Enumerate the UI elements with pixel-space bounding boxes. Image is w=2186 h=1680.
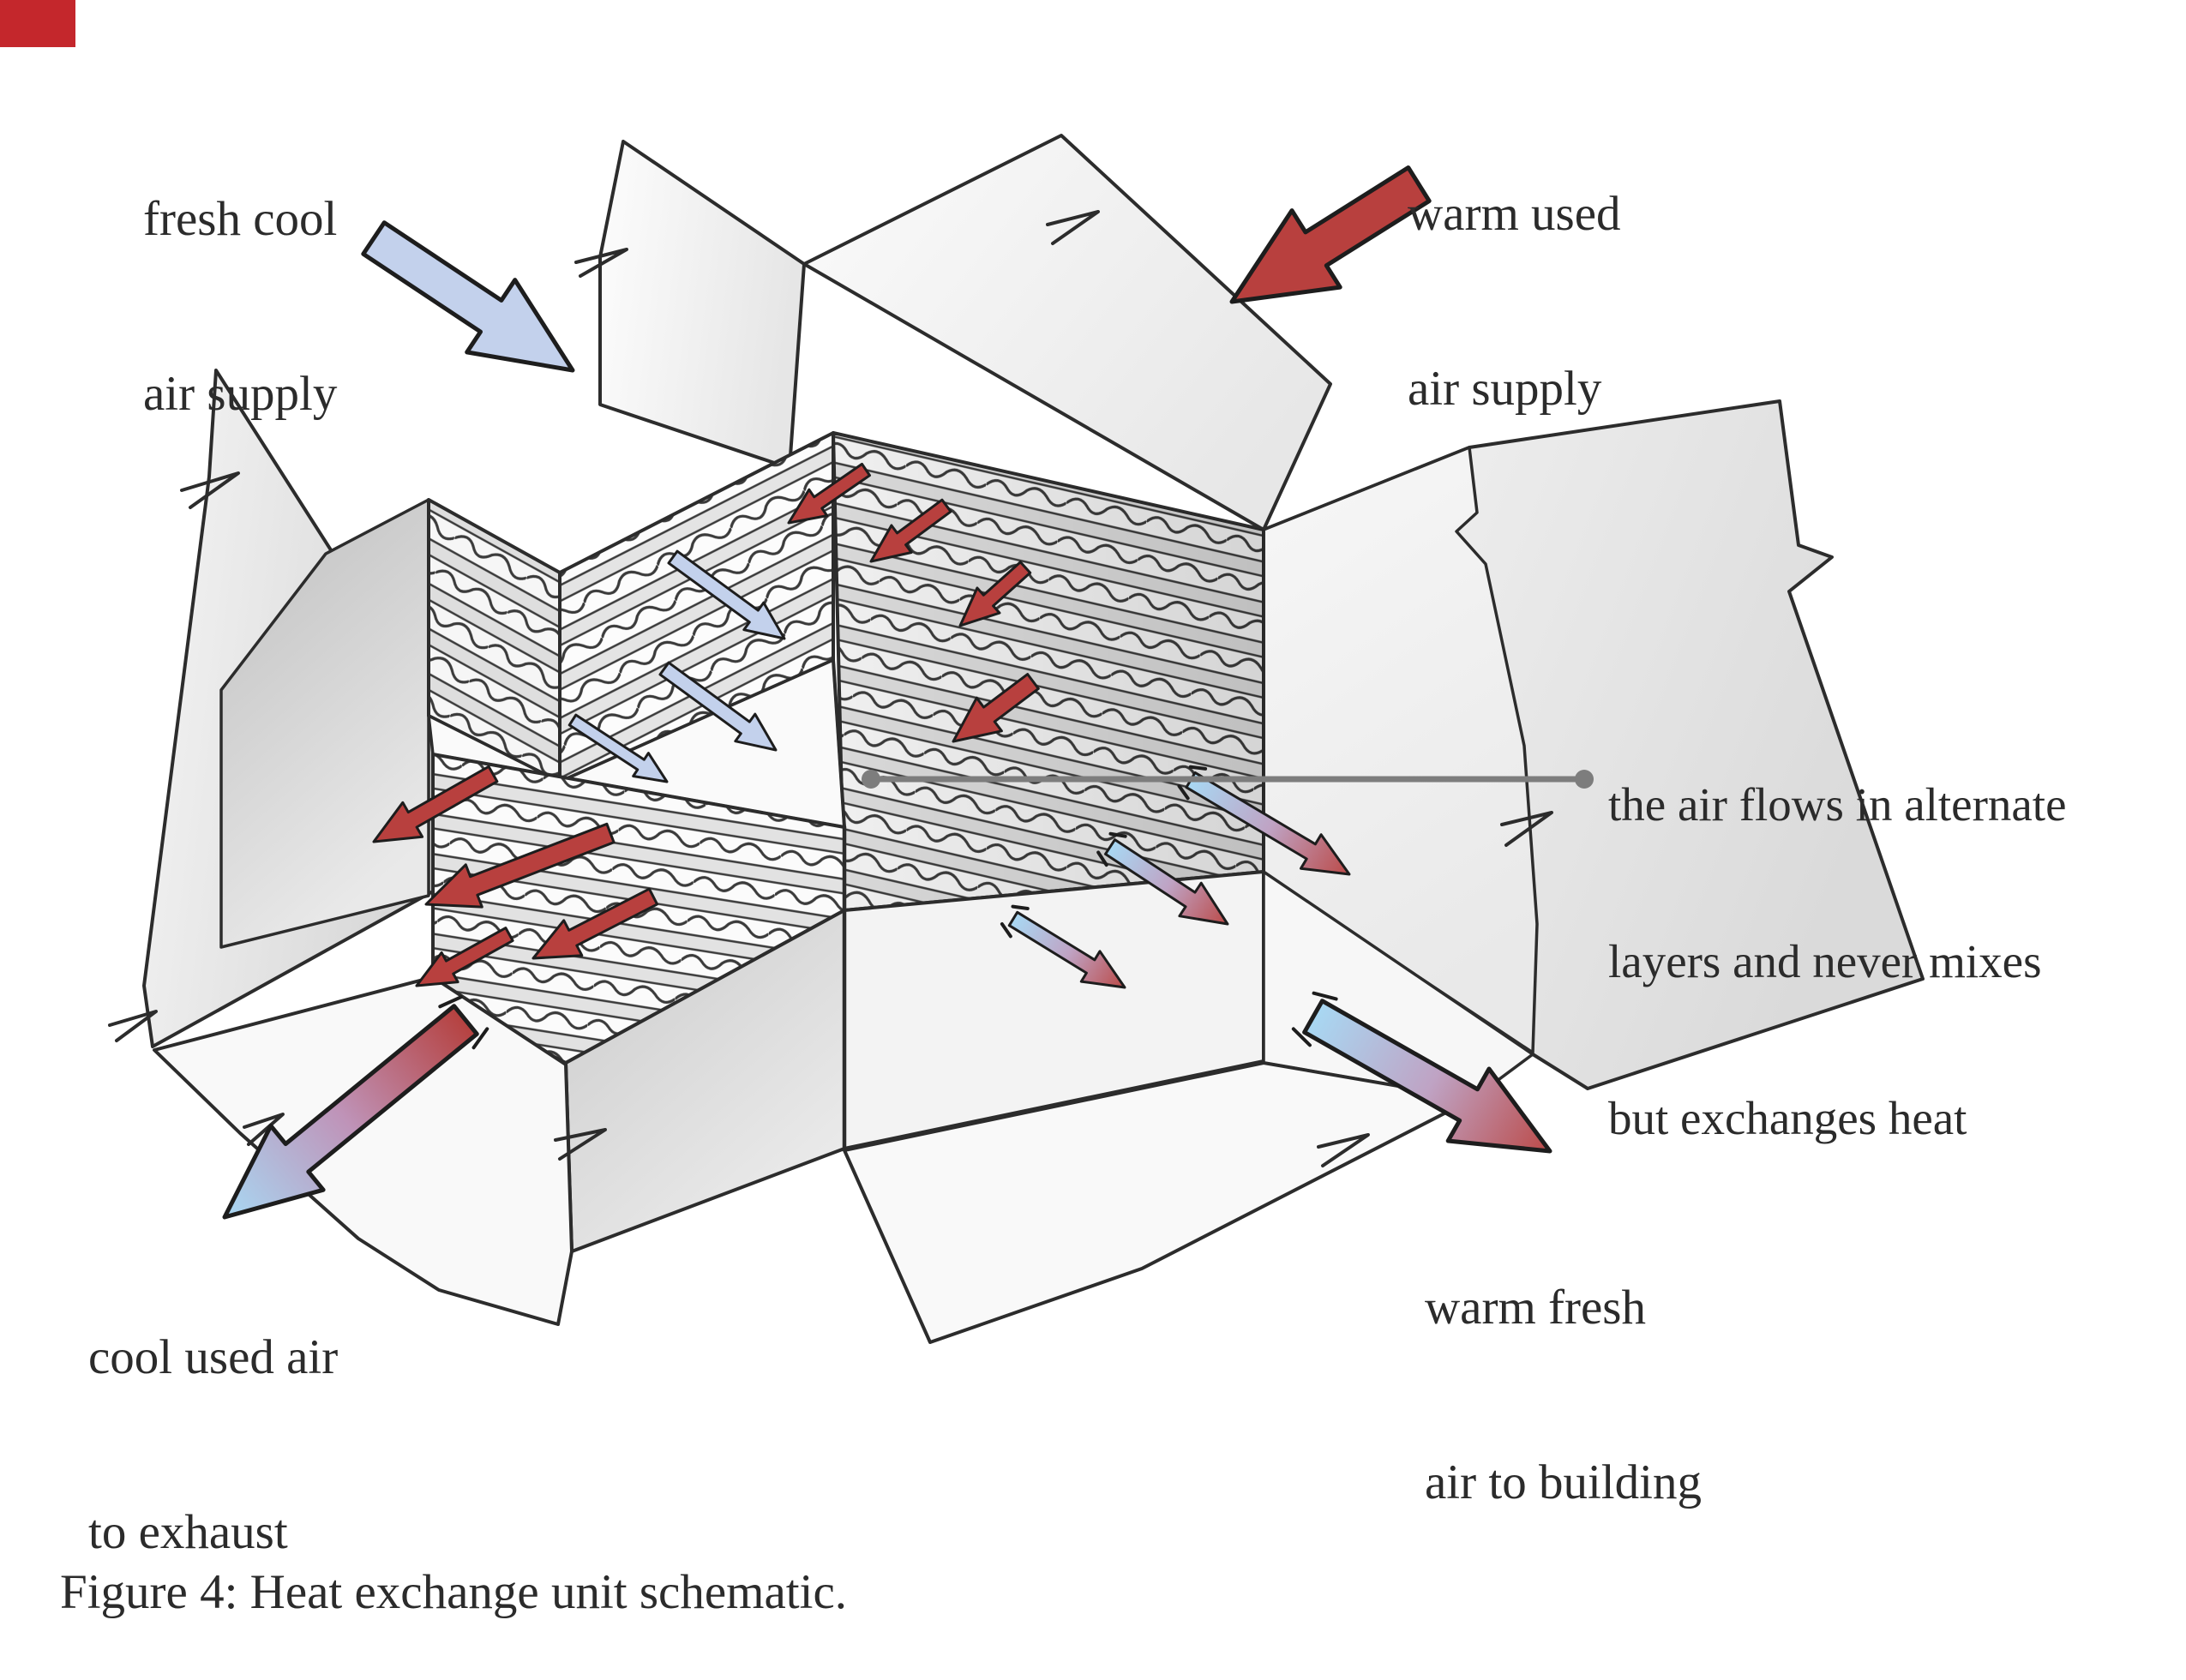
annotation-alternate-layers: the air flows in alternate layers and ne… — [1608, 674, 2067, 1197]
arrow-tail-tick-icon — [1000, 922, 1012, 939]
label-line: cool used air — [88, 1330, 339, 1384]
arrow-tail-tick-icon — [438, 995, 463, 1009]
label-line: air supply — [143, 367, 338, 421]
wall-upper-center — [598, 140, 806, 470]
warm-flow-arrow-icon — [958, 561, 1032, 627]
arrow-tail-tick-icon — [1108, 831, 1127, 838]
cool-flow-arrow-icon — [568, 713, 669, 783]
core-face-right-shade — [832, 432, 1264, 911]
caption-text: Figure 4: Heat exchange unit schematic. — [60, 1565, 848, 1619]
cool-used-exhaust-arrow-icon — [222, 1004, 479, 1220]
leader-dot-icon — [1575, 770, 1594, 789]
airflow-arrows — [222, 165, 1552, 1220]
label-cool-used-air-to-exhaust: cool used air to exhaust — [88, 1212, 338, 1620]
warm-flow-arrow-icon — [952, 673, 1040, 743]
leader-dot-icon — [862, 770, 880, 789]
annotation-line: layers and never mixes — [1608, 935, 2042, 987]
arrow-tail-tick-icon — [1188, 765, 1208, 771]
label-fresh-cool-air-supply: fresh cool air supply — [143, 74, 337, 482]
warm-exit-arrow-icon — [415, 927, 514, 987]
cool-flow-arrow-icon — [658, 661, 778, 752]
torn-edge-flick-icon — [1046, 210, 1100, 245]
figure-caption: Figure 4: Heat exchange unit schematic. — [60, 1447, 847, 1680]
arrow-tail-tick-icon — [1096, 850, 1108, 867]
torn-edge-flick-icon — [108, 1010, 158, 1042]
arrow-tail-tick-icon — [471, 1027, 489, 1050]
warm-flow-arrow-icon — [869, 498, 952, 563]
warm-exit-arrow-icon — [372, 765, 499, 843]
heat-exchange-arrow-icon — [1007, 910, 1126, 989]
wall-upper-right — [802, 134, 1332, 531]
warm-used-supply-arrow-icon — [1229, 165, 1432, 304]
cool-flow-arrow-icon — [667, 549, 786, 640]
label-line: warm fresh — [1425, 1281, 1646, 1335]
torn-edge-flick-icon — [1500, 811, 1553, 847]
warm-flow-arrow-icon — [787, 462, 871, 525]
annotation-line: but exchanges heat — [1608, 1092, 1967, 1144]
warm-exit-arrow-icon — [531, 887, 659, 960]
page-corner-mark — [0, 0, 75, 47]
torn-edge-flick-icon — [1317, 1133, 1370, 1167]
label-warm-used-air-supply: warm used air supply — [1408, 69, 1621, 477]
warm-exit-arrow-icon — [424, 822, 616, 909]
annotation-line: the air flows in alternate — [1608, 778, 2067, 831]
arrow-tail-tick-icon — [1291, 1027, 1312, 1047]
label-warm-fresh-air-to-building: warm fresh air to building — [1425, 1162, 1702, 1570]
arrow-tail-tick-icon — [1011, 904, 1030, 911]
label-line: air to building — [1425, 1455, 1702, 1509]
fresh-cool-supply-arrow-icon — [361, 220, 575, 373]
label-line: warm used — [1408, 187, 1621, 241]
leader-line-group — [862, 770, 1594, 789]
label-line: air supply — [1408, 362, 1602, 416]
duct-walls — [142, 134, 1925, 1090]
torn-edge-flick-icon — [574, 248, 628, 278]
arrow-tail-tick-icon — [1177, 784, 1190, 801]
warm-fresh-building-arrow-icon — [1302, 999, 1552, 1154]
torn-edge-flick-icon — [554, 1128, 607, 1161]
wall-left-inner — [219, 498, 430, 949]
label-line: to exhaust — [88, 1505, 288, 1559]
front-shelf-edge — [832, 658, 846, 829]
torn-edge-marks — [108, 210, 1553, 1167]
label-line: fresh cool — [143, 192, 338, 246]
torn-edge-flick-icon — [243, 1113, 285, 1146]
heat-exchanger-diagram — [0, 0, 1925, 1344]
wall-lower-right — [843, 1061, 1474, 1344]
heat-exchange-arrow-icon — [1104, 838, 1229, 926]
heat-exchange-arrow-icon — [1185, 771, 1351, 876]
arrow-tail-tick-icon — [1312, 991, 1338, 1001]
torn-edge-flick-icon — [180, 471, 240, 509]
